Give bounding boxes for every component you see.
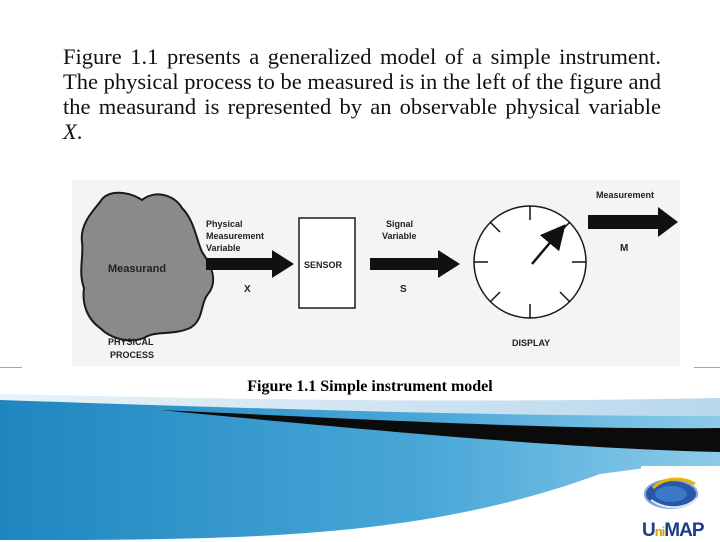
figure-caption: Figure 1.1 Simple instrument model xyxy=(247,378,493,395)
instrument-model-figure: Measurand Physical Measurement Variable … xyxy=(72,180,680,366)
logo-wordmark: UniMAP xyxy=(642,520,705,542)
signal-label-1: Signal xyxy=(386,219,413,229)
logo-text-u: U xyxy=(642,520,656,541)
paragraph-end: . xyxy=(76,119,83,144)
logo-emblem xyxy=(644,477,698,509)
footer-dark-band xyxy=(160,410,720,452)
unimap-logo xyxy=(641,466,720,540)
physical-label-3: Variable xyxy=(206,243,241,253)
s-label: S xyxy=(400,284,407,295)
sensor-label: SENSOR xyxy=(304,260,343,270)
logo-text-map: MAP xyxy=(664,520,704,541)
footer-light-band xyxy=(0,394,720,420)
intro-paragraph: Figure 1.1 presents a generalized model … xyxy=(63,44,661,144)
measurand-label: Measurand xyxy=(108,263,166,275)
measurement-label: Measurement xyxy=(596,190,654,200)
physical-process-blob xyxy=(80,191,215,342)
x-label: X xyxy=(244,284,251,295)
display-label: DISPLAY xyxy=(512,338,550,348)
footer-decoration xyxy=(0,394,720,540)
divider-left xyxy=(0,367,22,368)
display-dial xyxy=(473,205,587,319)
logo-text-ni: ni xyxy=(654,524,666,539)
variable-x: X xyxy=(63,119,77,144)
signal-label-2: Variable xyxy=(382,231,417,241)
sensor-box xyxy=(298,217,356,309)
physical-process-label-2: PROCESS xyxy=(110,350,154,360)
divider-right xyxy=(694,367,720,368)
arrow-measurement-output xyxy=(588,207,678,237)
paragraph-text: Figure 1.1 presents a generalized model … xyxy=(63,44,661,119)
arrow-process-to-sensor xyxy=(206,250,294,278)
physical-label-1: Physical xyxy=(206,219,243,229)
m-label: M xyxy=(620,243,628,254)
arrow-sensor-to-display xyxy=(370,250,460,278)
physical-process-label-1: PHYSICAL xyxy=(108,337,154,347)
physical-label-2: Measurement xyxy=(206,231,264,241)
instrument-diagram: Measurand Physical Measurement Variable … xyxy=(80,190,678,360)
